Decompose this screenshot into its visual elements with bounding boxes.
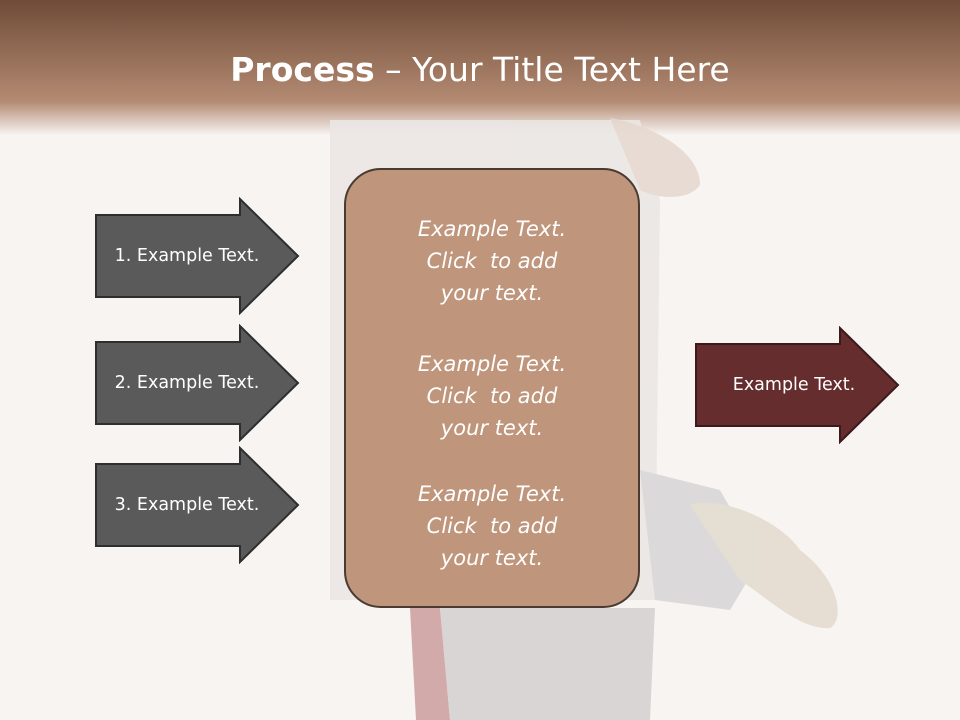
center-block-3-line-2: Click to add — [426, 514, 558, 538]
step-arrow-2[interactable]: 2. Example Text. — [94, 323, 300, 443]
center-block-2-line-2: Click to add — [426, 384, 558, 408]
center-box-shape — [344, 168, 640, 608]
title-rest: – Your Title Text Here — [374, 50, 730, 89]
center-text-box[interactable]: Example Text. Click to add your text. Ex… — [344, 168, 640, 608]
result-arrow-label: Example Text. — [732, 375, 856, 395]
center-block-1-line-1: Example Text. — [417, 217, 567, 241]
center-block-3: Example Text. Click to add your text. — [344, 478, 640, 574]
title-bold: Process — [230, 50, 375, 89]
center-block-1-line-3: your text. — [440, 281, 544, 305]
arrow-shape — [95, 196, 300, 316]
step-arrow-3[interactable]: 3. Example Text. — [94, 445, 300, 565]
result-arrow[interactable]: Example Text. — [694, 325, 900, 445]
center-block-3-line-3: your text. — [440, 546, 544, 570]
step-arrow-1-label: 1. Example Text. — [114, 246, 260, 266]
arrow-shape — [95, 323, 300, 443]
center-block-1-line-2: Click to add — [426, 249, 558, 273]
center-block-2-line-1: Example Text. — [417, 352, 567, 376]
step-arrow-2-label: 2. Example Text. — [114, 373, 260, 393]
slide-title: Process – Your Title Text Here — [0, 50, 960, 89]
arrow-shape — [695, 325, 900, 445]
header-band — [0, 0, 960, 135]
center-block-2-line-3: your text. — [440, 416, 544, 440]
center-block-2: Example Text. Click to add your text. — [344, 348, 640, 444]
step-arrow-3-label: 3. Example Text. — [114, 495, 260, 515]
arrow-shape — [95, 445, 300, 565]
center-block-3-line-1: Example Text. — [417, 482, 567, 506]
center-block-1: Example Text. Click to add your text. — [344, 213, 640, 309]
step-arrow-1[interactable]: 1. Example Text. — [94, 196, 300, 316]
